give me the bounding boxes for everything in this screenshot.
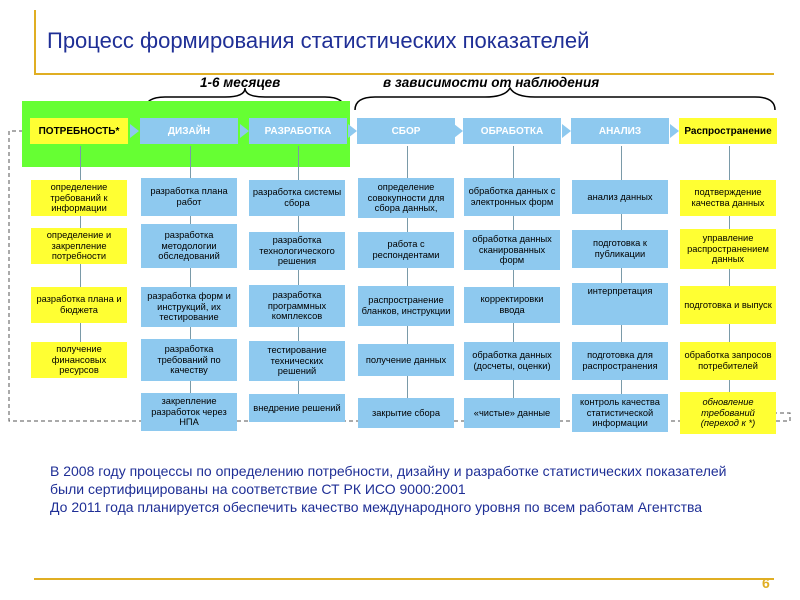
step-box: разработка системы сбора <box>249 180 345 216</box>
arrow-6 <box>670 124 679 138</box>
step-box: внедрение решений <box>249 394 345 422</box>
step-box: тестирование технических решений <box>249 341 345 381</box>
step-box: разработка плана работ <box>141 178 237 216</box>
stage-head-analysis: АНАЛИЗ <box>571 118 669 144</box>
step-box: разработка форм и инструкций, их тестиро… <box>141 287 237 327</box>
column-connector <box>407 146 408 410</box>
footer-text: В 2008 году процессы по определению потр… <box>50 462 750 517</box>
step-box: закрытие сбора <box>358 398 454 428</box>
stage-head-collection: СБОР <box>357 118 455 144</box>
step-box: подготовка к публикации <box>572 230 668 268</box>
duration-label-observation: в зависимости от наблюдения <box>383 75 600 90</box>
stage-head-development: РАЗРАБОТКА <box>249 118 347 144</box>
stage-head-dissemination: Распространение <box>679 118 777 144</box>
step-box: разработка методологии обследований <box>141 224 237 268</box>
stage-head-design: ДИЗАЙН <box>140 118 238 144</box>
step-box: определение совокупности для сбора данны… <box>358 178 454 218</box>
footer-paragraph: В 2008 году процессы по определению потр… <box>50 463 727 498</box>
step-box: «чистые» данные <box>464 398 560 428</box>
arrow-3 <box>348 124 357 138</box>
step-box: подготовка для распространения <box>572 342 668 380</box>
step-box: обновление требований (переход к *) <box>680 392 776 434</box>
step-box: обработка данных сканированных форм <box>464 230 560 270</box>
page-number: 6 <box>762 575 770 591</box>
step-box: анализ данных <box>572 180 668 214</box>
brace-design-development <box>144 87 346 111</box>
stage-head-processing: ОБРАБОТКА <box>463 118 561 144</box>
title-accent-line <box>34 10 36 75</box>
step-box: контроль качества статистической информа… <box>572 394 668 432</box>
step-box: работа с респондентами <box>358 232 454 268</box>
step-box: разработка плана и бюджета <box>31 287 127 323</box>
step-box: подготовка и выпуск <box>680 286 776 324</box>
arrow-5 <box>562 124 571 138</box>
brace-observation <box>354 86 776 111</box>
arrow-4 <box>454 124 463 138</box>
step-box: обработка данных (досчеты, оценки) <box>464 342 560 380</box>
footer-paragraph: До 2011 года планируется обеспечить каче… <box>50 499 703 516</box>
column-connector <box>621 146 622 410</box>
arrow-2 <box>240 124 249 138</box>
step-box: обработка запросов потребителей <box>680 342 776 380</box>
step-box: получение данных <box>358 344 454 376</box>
step-box: интерпретация <box>572 283 668 325</box>
stage-head-need: ПОТРЕБНОСТЬ* <box>30 118 128 144</box>
step-box: разработка программных комплексов <box>249 285 345 327</box>
column-connector <box>190 146 191 396</box>
step-box: получение финансовых ресурсов <box>31 342 127 378</box>
step-box: определение требований к информации <box>31 180 127 216</box>
page-title: Процесс формирования статистических пока… <box>47 28 590 53</box>
step-box: распространение бланков, инструкции <box>358 286 454 326</box>
step-box: разработка технологического решения <box>249 232 345 270</box>
step-box: обработка данных с электронных форм <box>464 178 560 216</box>
step-box: определение и закрепление потребности <box>31 228 127 264</box>
step-box: подтверждение качества данных <box>680 180 776 216</box>
column-connector <box>513 146 514 410</box>
duration-label-design: 1-6 месяцев <box>200 75 281 90</box>
title-underline <box>34 73 774 75</box>
step-box: закрепление разработок через НПА <box>141 393 237 431</box>
column-connector <box>298 146 299 406</box>
step-box: корректировки ввода <box>464 287 560 323</box>
step-box: разработка требований по качеству <box>141 339 237 381</box>
step-box: управление распространением данных <box>680 229 776 269</box>
arrow-1 <box>130 124 139 138</box>
column-connector <box>729 146 730 410</box>
bottom-rule <box>34 578 774 580</box>
